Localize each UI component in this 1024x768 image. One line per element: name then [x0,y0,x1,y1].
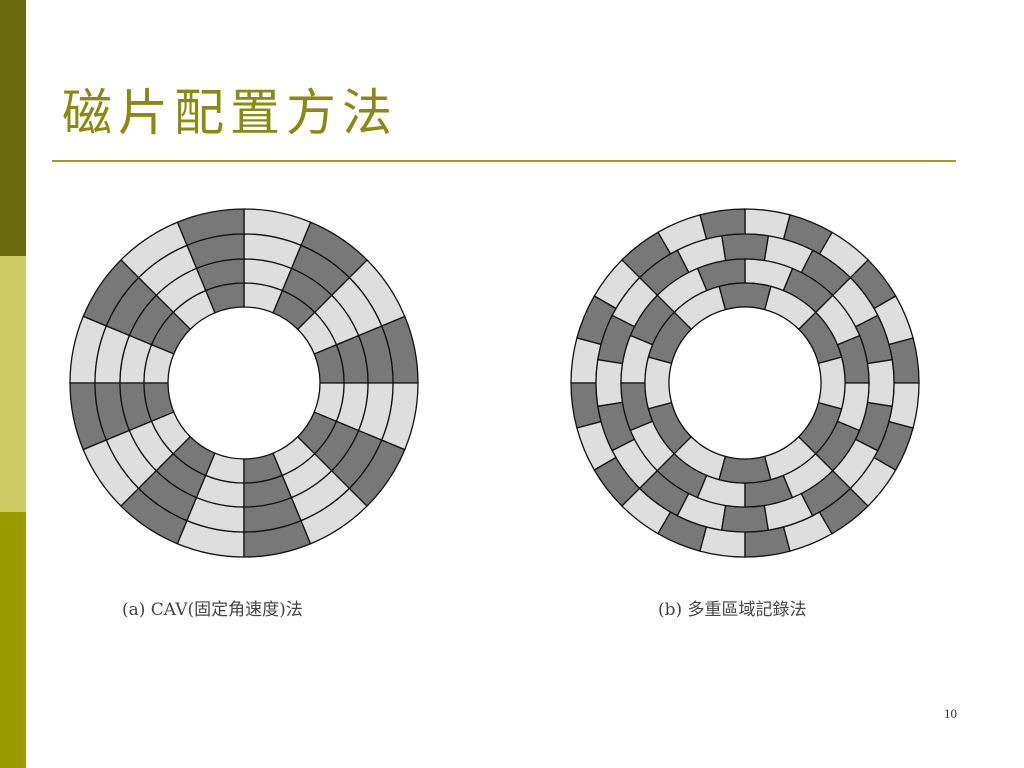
disk-sector [313,382,345,423]
disk-sector [718,282,772,311]
sidebar-middle-block [0,256,26,512]
sidebar-bottom-block [0,512,26,768]
disk-sector [817,356,846,410]
disk-sector [866,358,895,408]
slide-title: 磁片配置方法 [62,84,398,142]
disk-sector [718,455,772,484]
page-number: 10 [944,706,957,721]
disk-sector [595,358,624,408]
multiple-zone-disk-diagram [570,208,920,558]
sidebar-top-block [0,0,26,256]
disk-sector [720,504,770,533]
cav-disk-diagram [69,208,419,558]
title-underline [52,160,956,162]
multiple-zone-caption: (b) 多重區域記錄法 [658,600,807,620]
disk-sector [644,356,673,410]
disk-sector [720,233,770,262]
cav-caption: (a) CAV(固定角速度)法 [122,600,303,620]
